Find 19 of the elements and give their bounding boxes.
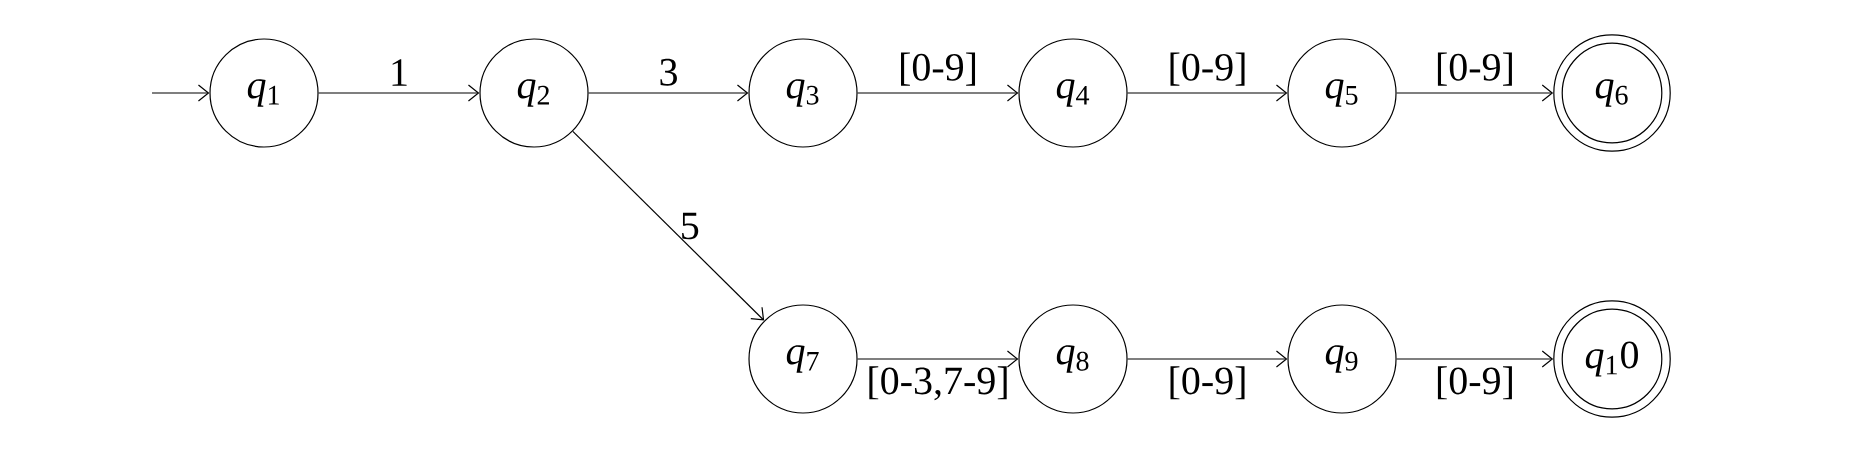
- arrow: [588, 84, 749, 102]
- edge-label: 1: [392, 59, 407, 86]
- edge-label: [0-9]: [1437, 52, 1512, 86]
- arrow: [318, 84, 480, 102]
- edge-label: [0-9]: [1437, 366, 1512, 400]
- arrow: [1396, 84, 1554, 102]
- arrow: [1396, 350, 1554, 368]
- arrow: [1127, 84, 1288, 102]
- arrow: [857, 84, 1019, 102]
- edge-label: [0-3,7-9]: [869, 366, 1007, 401]
- edge-label: 3: [660, 58, 677, 86]
- arrow: [151, 84, 210, 102]
- edge-label: [0-9]: [1170, 366, 1245, 400]
- edge-label: [0-9]: [901, 52, 975, 86]
- arrow: [857, 350, 1019, 368]
- arrow: [1127, 350, 1288, 368]
- edge-label: [0-9]: [1170, 52, 1245, 86]
- arrow: [572, 130, 765, 321]
- edge-label: 5: [682, 212, 699, 240]
